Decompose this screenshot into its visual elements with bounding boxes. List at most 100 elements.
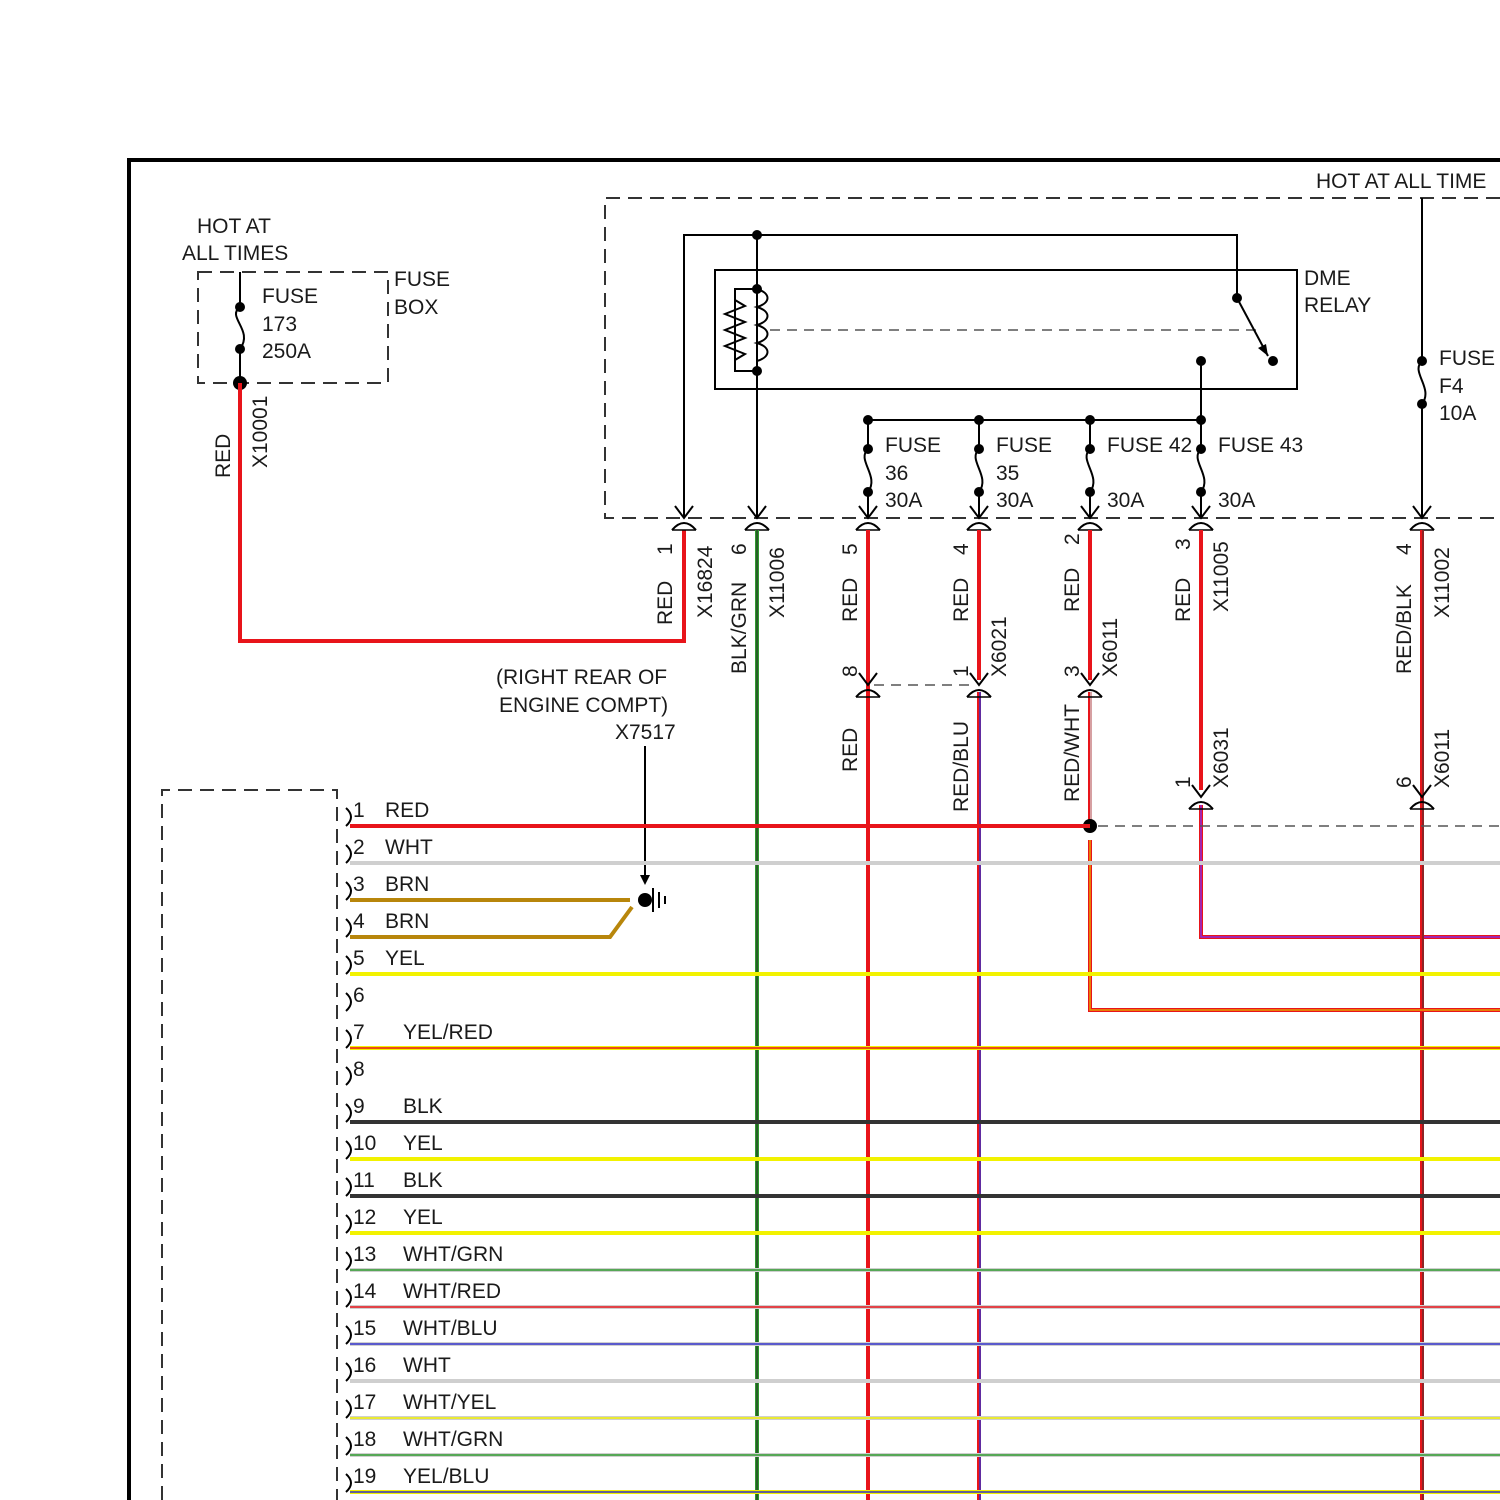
fuse-43-label-1: FUSE 43 — [1218, 434, 1303, 457]
pin-number: 15 — [353, 1317, 376, 1340]
pin-number: 8 — [353, 1058, 365, 1081]
pin-wire-color: YEL/BLU — [403, 1465, 489, 1488]
relay-feed-top — [684, 235, 1237, 518]
connector-pin-5: 5 YEL — [346, 947, 1500, 974]
pin-number: 3 — [353, 873, 365, 896]
label-pin1b: 1 — [950, 665, 973, 677]
label-red-low: RED — [839, 728, 862, 772]
label-x11002: X11002 — [1431, 547, 1454, 618]
connector-pin-14: 14 WHT/RED — [346, 1280, 1500, 1307]
pin-number: 5 — [353, 947, 365, 970]
fuse-f4-label-3: 10A — [1439, 402, 1476, 425]
wire-red-purple — [1201, 805, 1500, 937]
pin-wire-color: WHT — [385, 836, 433, 859]
fuse-42-label-3: 30A — [1107, 489, 1144, 512]
hot-at-all-times-right: HOT AT ALL TIME — [1316, 170, 1486, 193]
label-red-pin4: RED — [950, 578, 973, 622]
label-red-pin2: RED — [1061, 568, 1084, 612]
pin-number: 12 — [353, 1206, 376, 1229]
fuse-35-label-1: FUSE — [996, 434, 1052, 457]
fuse-36-symbol — [863, 415, 873, 518]
wire-label-x10001: X10001 — [249, 396, 272, 468]
pin-number: 1 — [353, 799, 365, 822]
relay-coil-symbol — [725, 284, 1260, 376]
pin-wire-color: RED — [385, 799, 429, 822]
fuse-box-hot-label-2: ALL TIMES — [182, 242, 288, 265]
fuse-box-title-1: FUSE — [394, 268, 450, 291]
ground-location-1: (RIGHT REAR OF — [496, 666, 667, 689]
label-x16824: X16824 — [694, 545, 717, 618]
label-blk-grn: BLK/GRN — [728, 582, 751, 674]
fuse-43-label-3: 30A — [1218, 489, 1255, 512]
fuse-36-label-2: 36 — [885, 462, 908, 485]
fuse-36-label-3: 30A — [885, 489, 922, 512]
label-pin1c: 1 — [1172, 776, 1195, 788]
connector-pin-11: 11 BLK — [346, 1169, 1500, 1196]
pin-wire-color: WHT/GRN — [403, 1243, 503, 1266]
connector-pin-4: 4 BRN — [346, 907, 632, 937]
pin-number: 18 — [353, 1428, 376, 1451]
dme-relay-label-2: RELAY — [1304, 294, 1371, 317]
ground-id: X7517 — [615, 721, 676, 744]
left-component-outline — [162, 790, 337, 1500]
label-x11006: X11006 — [766, 547, 789, 618]
label-x6011b: X6011 — [1431, 729, 1454, 788]
pin-number: 13 — [353, 1243, 376, 1266]
fuse-f4-label-2: F4 — [1439, 375, 1464, 398]
connector-pin-3: 3 BRN — [346, 873, 630, 900]
label-x11005: X11005 — [1210, 541, 1233, 612]
label-red-pin3: RED — [1172, 578, 1195, 622]
connector-pin-17: 17 WHT/YEL — [346, 1391, 1500, 1418]
label-pin4b: 4 — [1393, 543, 1416, 555]
connector-pin-8: 8 — [346, 1058, 365, 1085]
connector-pins: 1RED2WHT3BRN4BRN5YEL67YEL/RED89BLK10YEL1… — [346, 799, 1500, 1492]
wire-red-x10001 — [240, 383, 684, 641]
pin-number: 14 — [353, 1280, 377, 1303]
fuse-173-symbol — [233, 272, 247, 390]
label-pin2: 2 — [1061, 533, 1084, 545]
label-red-pin5: RED — [839, 578, 862, 622]
connector-pin-2: 2 WHT — [346, 836, 1500, 863]
diagram-frame — [129, 160, 1500, 1500]
connector-pin-18: 18 WHT/GRN — [346, 1428, 1500, 1455]
label-pin6: 6 — [728, 543, 751, 555]
pin-number: 2 — [353, 836, 365, 859]
fuse-f4-label-1: FUSE — [1439, 347, 1495, 370]
label-pin5: 5 — [839, 543, 862, 555]
ground-location-2: ENGINE COMPT) — [499, 694, 668, 717]
pin-wire-color: BRN — [385, 873, 429, 896]
pin-wire-color: BRN — [385, 910, 429, 933]
fuse-box-hot-label-1: HOT AT — [197, 215, 271, 238]
pin-wire-color: BLK — [403, 1169, 443, 1192]
pin-wire-color: YEL — [403, 1206, 443, 1229]
wire-splice-red-yel — [1090, 840, 1500, 1010]
label-x6021: X6021 — [988, 616, 1011, 677]
fuse-35-symbol — [974, 415, 984, 518]
fuse-42-symbol — [1085, 415, 1095, 518]
label-pin8: 8 — [839, 665, 862, 677]
fuse-43-symbol — [1196, 415, 1206, 518]
connector-pin-6: 6 — [346, 984, 365, 1011]
pin-number: 9 — [353, 1095, 365, 1118]
label-pin6b: 6 — [1393, 776, 1416, 788]
fuse-173-label-3: 250A — [262, 340, 311, 363]
pin-number: 4 — [353, 910, 365, 933]
pin-wire-color: WHT/BLU — [403, 1317, 498, 1340]
pin-wire-color: YEL — [385, 947, 425, 970]
connector-pin-19: 19YEL/BLU — [346, 1465, 1500, 1492]
pin-wire-color: WHT/GRN — [403, 1428, 503, 1451]
pin-wire-color: WHT/YEL — [403, 1391, 496, 1414]
pin-number: 10 — [353, 1132, 376, 1155]
fuse-36-label-1: FUSE — [885, 434, 941, 457]
label-x6031: X6031 — [1210, 727, 1233, 788]
label-pin3b: 3 — [1172, 538, 1195, 550]
fuse-173-label-2: 173 — [262, 313, 297, 336]
fuse-173-label-1: FUSE — [262, 285, 318, 308]
pin-wire-color: WHT/RED — [403, 1280, 501, 1303]
relay-switch-contact — [1196, 293, 1278, 420]
pin-number: 17 — [353, 1391, 376, 1414]
pin-number: 11 — [353, 1169, 375, 1192]
pin-number: 6 — [353, 984, 365, 1007]
